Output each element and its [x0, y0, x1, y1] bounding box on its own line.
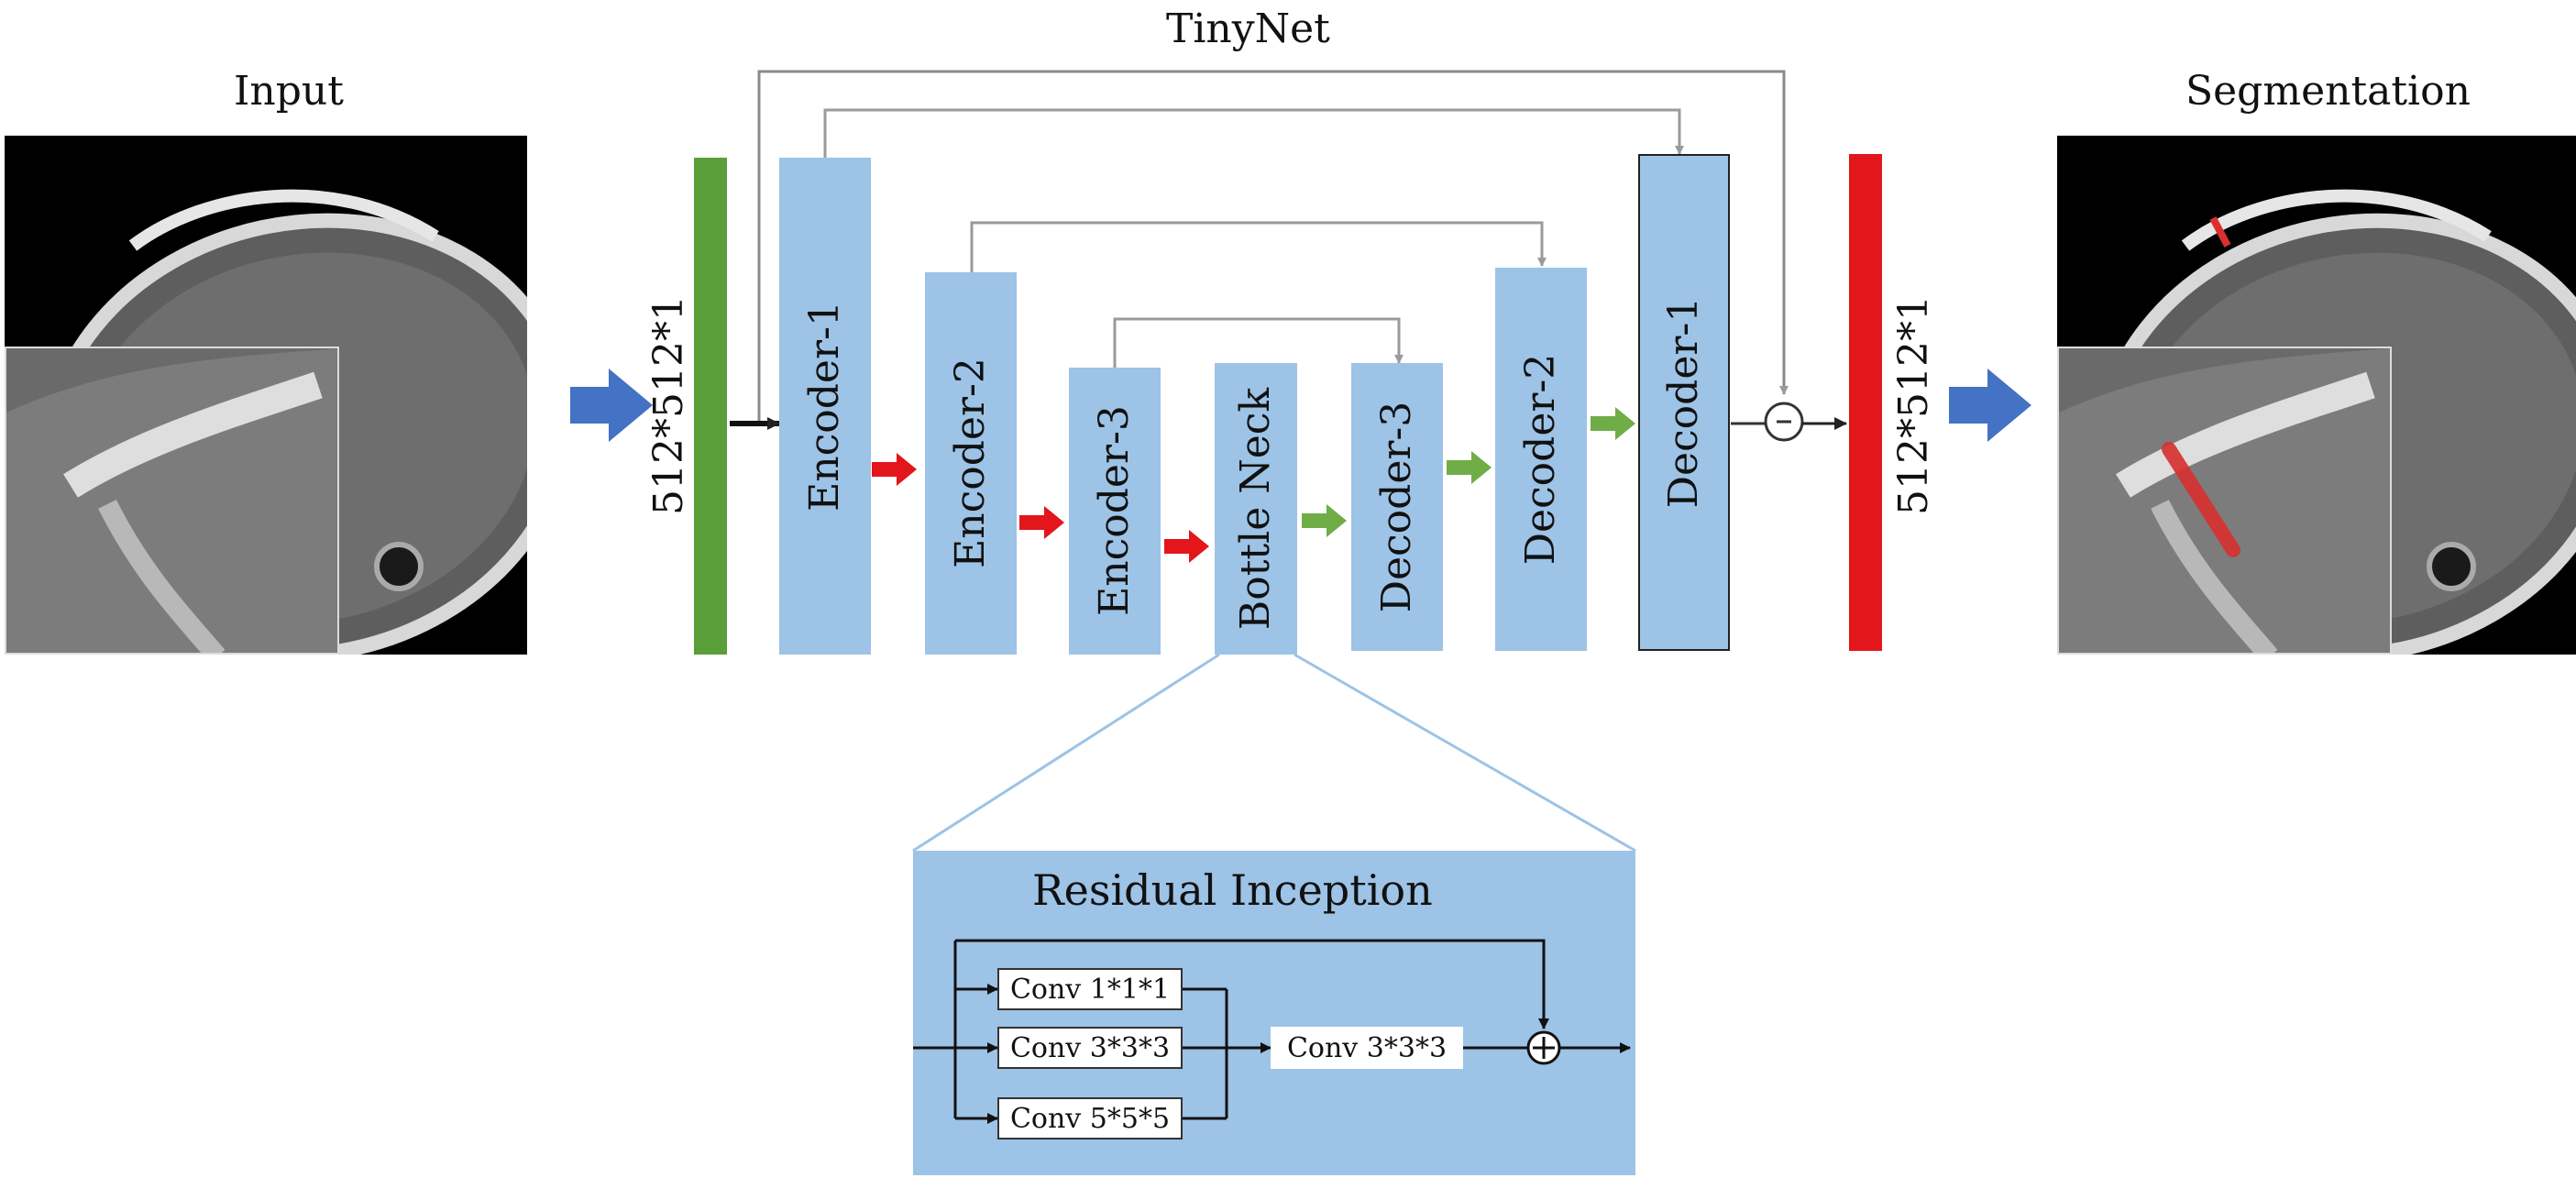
bottleneck-block — [1215, 363, 1297, 655]
up-arrow-3-icon — [1591, 407, 1635, 440]
outer-skip-connection — [757, 70, 1789, 424]
input-big-arrow-icon — [570, 369, 653, 442]
residual-inception-title: Residual Inception — [1032, 865, 1433, 915]
output-ct-image — [2057, 136, 2576, 655]
up-arrow-2-icon — [1447, 451, 1492, 484]
down-arrow-1-icon — [872, 453, 917, 486]
output-inset-zoom — [2057, 347, 2392, 655]
residual-inception-panel: Residual Inception — [913, 851, 1635, 1175]
encoder-3-label: Encoder-3 — [1091, 405, 1138, 616]
decoder-1-label: Decoder-1 — [1660, 296, 1707, 509]
output-label: Segmentation — [2185, 68, 2471, 115]
down-arrow-3-icon — [1164, 530, 1209, 563]
bottleneck-label: Bottle Neck — [1232, 387, 1279, 631]
encoder-1-label: Encoder-1 — [801, 301, 848, 512]
conv-merge-box: Conv 3*3*3 — [1271, 1027, 1463, 1069]
encoder-2-label: Encoder-2 — [947, 358, 994, 568]
input-inset-zoom — [5, 347, 339, 655]
output-dim-label: 512*512*1 — [1890, 295, 1937, 515]
output-tensor-bar — [1849, 154, 1882, 651]
conv-3x3x3-box: Conv 3*3*3 — [997, 1027, 1183, 1069]
input-ct-image — [5, 136, 527, 655]
zoom-line-left — [912, 653, 1220, 853]
skip-connection-3 — [1113, 317, 1404, 368]
decoder-1-block — [1638, 154, 1730, 651]
decoder-3-label: Decoder-3 — [1373, 401, 1420, 613]
up-arrow-1-icon — [1302, 504, 1347, 537]
segmentation-mask — [2162, 442, 2240, 557]
encoder-1-block — [779, 158, 871, 655]
input-tensor-bar — [694, 158, 727, 655]
encoder-3-block — [1069, 368, 1161, 655]
network-title: TinyNet — [1166, 6, 1330, 52]
decoder-3-block — [1351, 363, 1443, 651]
residual-connections — [913, 939, 1631, 1124]
decoder-2-block — [1495, 268, 1587, 651]
skip-connection-1 — [823, 108, 1684, 158]
conv-1x1x1-box: Conv 1*1*1 — [997, 968, 1183, 1010]
conv-5x5x5-box: Conv 5*5*5 — [997, 1097, 1183, 1139]
down-arrow-2-icon — [1019, 506, 1064, 539]
decoder-2-label: Decoder-2 — [1517, 353, 1564, 566]
encoder-2-block — [925, 272, 1017, 655]
zoom-line-right — [1294, 653, 1636, 853]
input-label: Input — [234, 68, 344, 115]
output-big-arrow-icon — [1949, 369, 2031, 442]
skip-connection-2 — [970, 221, 1547, 272]
input-dim-label: 512*512*1 — [645, 295, 692, 515]
